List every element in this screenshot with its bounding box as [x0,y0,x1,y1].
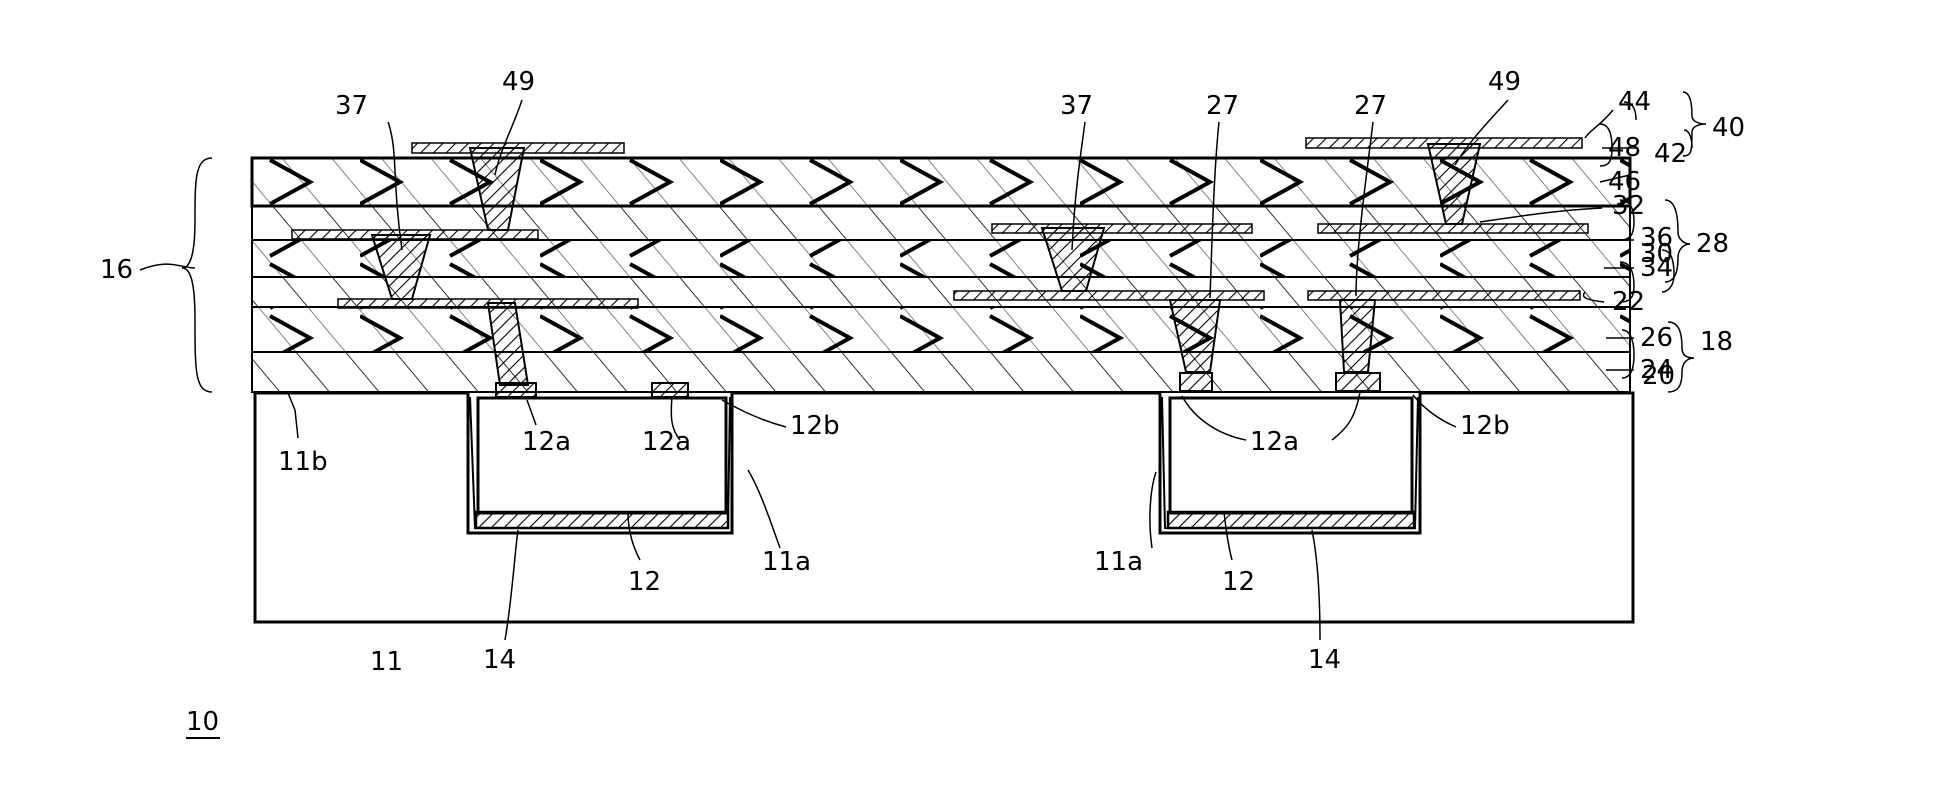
label-27-right: 27 [1354,91,1387,121]
label-12b-1: 12b [790,411,840,441]
label-28: 28 [1696,229,1729,259]
label-40: 40 [1712,113,1745,143]
figure-number: 10 [186,707,220,738]
label-22: 22 [1612,287,1645,317]
label-11b: 11b [278,447,328,477]
label-26: 26 [1640,323,1673,353]
label-11: 11 [370,647,403,677]
label-37-left: 37 [335,91,368,121]
label-12b-2: 12b [1460,411,1510,441]
label-16: 16 [100,255,133,285]
label-34: 34 [1640,253,1673,283]
label-12a-2: 12a [642,427,691,457]
label-27-left: 27 [1206,91,1239,121]
label-14-1: 14 [483,645,516,675]
label-48: 48 [1608,133,1641,163]
label-12-1: 12 [628,567,661,597]
label-12a-3: 12a [1250,427,1299,457]
label-12-2: 12 [1222,567,1255,597]
label-44: 44 [1618,87,1651,117]
label-37-right: 37 [1060,91,1093,121]
label-11a-1: 11a [762,547,811,577]
label-49-left: 49 [502,67,535,97]
label-42: 42 [1654,139,1687,169]
figure-number-label: 10 [186,707,219,737]
label-20: 20 [1642,361,1675,391]
label-11a-2: 11a [1094,547,1143,577]
label-49-right: 49 [1488,67,1521,97]
label-32: 32 [1612,191,1645,221]
label-14-2: 14 [1308,645,1341,675]
substrate-11 [255,393,1633,622]
layer-stack-16 [252,158,1630,392]
label-18: 18 [1700,327,1733,357]
label-12a-1: 12a [522,427,571,457]
